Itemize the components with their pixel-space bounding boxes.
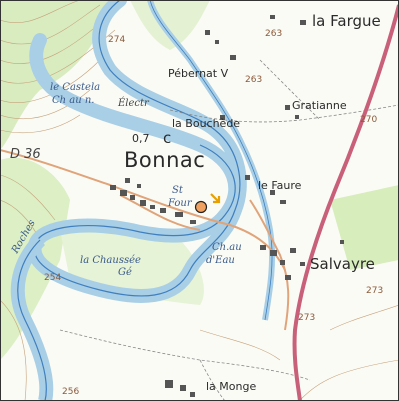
label-ge: Gé	[118, 267, 132, 278]
place-salvayre: Salvayre	[310, 255, 375, 273]
elevation-263b: 263	[245, 75, 263, 85]
elevation-273: 273	[366, 286, 384, 296]
place-la-bouchede: la Bouchède	[172, 117, 241, 130]
main-road	[292, 4, 399, 401]
place-la-monge: la Monge	[206, 380, 257, 393]
label-deau: d'Eau	[206, 255, 235, 266]
place-bonnac: Bonnac	[124, 148, 206, 172]
label-st: St	[172, 185, 183, 196]
elevation-270: 270	[360, 115, 378, 125]
label-four: Four	[168, 198, 192, 209]
secondary-roads	[0, 149, 290, 331]
elevation-254: 254	[44, 273, 62, 283]
place-pebernat: Pébernat V	[168, 67, 229, 80]
place-gratianne: Gratianne	[292, 99, 347, 112]
forest-area	[0, 0, 110, 150]
elevation-256: 256	[62, 387, 80, 397]
label-la-chaussee: la Chaussée	[80, 255, 141, 266]
road-number: D 36	[10, 147, 41, 162]
elevation-263a: 263	[265, 29, 283, 39]
label-chau: Ch.au	[212, 242, 242, 253]
place-le-faure: le Faure	[258, 179, 302, 192]
label-le-castela: le Castela	[50, 82, 101, 93]
elevation-273b: 273	[298, 313, 316, 323]
arrow-icon	[210, 193, 221, 204]
place-c: c	[163, 129, 172, 147]
distance-marker: 0,7	[132, 132, 150, 145]
place-la-fargue: la Fargue	[312, 12, 381, 30]
forest-area	[330, 185, 399, 270]
forest-area	[130, 0, 210, 50]
label-ch-de-la: Ch au n.	[52, 95, 95, 106]
elevation-274: 274	[108, 35, 126, 45]
label-electr: Électr	[118, 98, 149, 109]
location-dot-icon	[194, 200, 208, 214]
tracks	[59, 59, 399, 401]
buildings	[110, 15, 344, 397]
